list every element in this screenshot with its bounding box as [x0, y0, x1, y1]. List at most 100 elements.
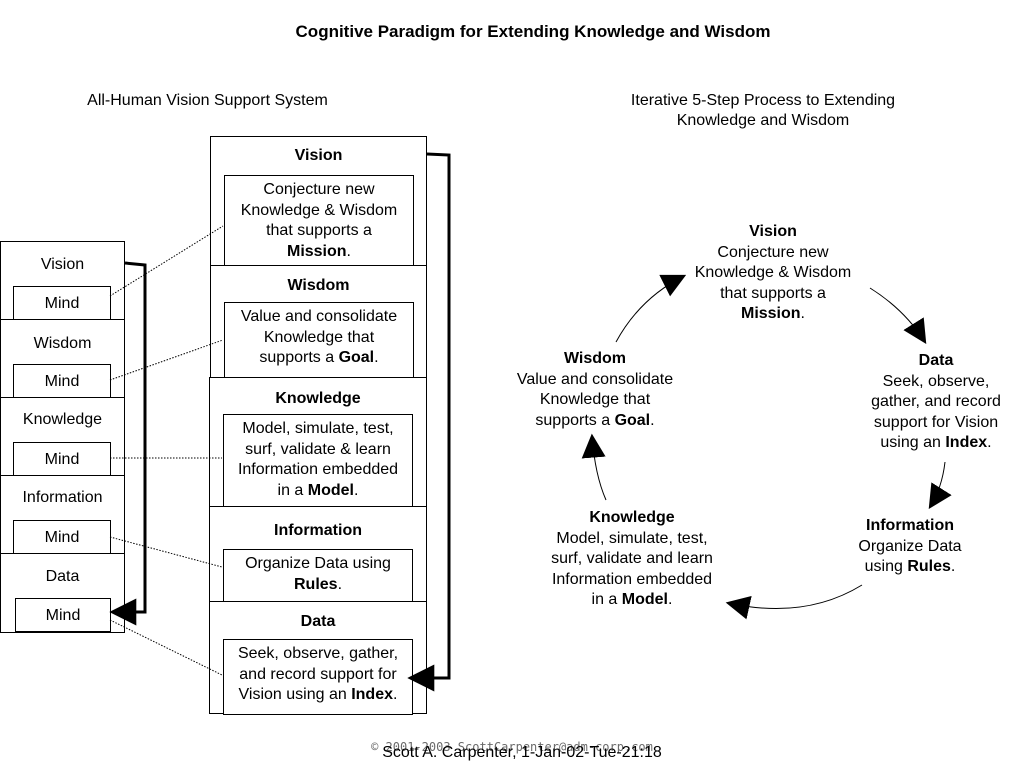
desc-prefix: in a	[277, 481, 308, 499]
cycle-node-title: Vision	[749, 223, 797, 240]
mind-box: Mind	[13, 442, 111, 476]
stack-level-title: Vision	[294, 147, 343, 164]
desc-prefix: supports a	[259, 349, 339, 366]
stack-level-description: Organize Data using Rules.	[223, 549, 413, 603]
cycle-line: supports a Goal.	[500, 411, 690, 432]
cycle-line: support for Vision	[873, 413, 999, 431]
cycle-line: Knowledge & Wisdom	[694, 264, 852, 281]
cycle-node-title: Knowledge	[589, 509, 675, 526]
desc-line: Seek, observe, gather,	[237, 645, 399, 662]
desc-line: Conjecture new	[263, 181, 375, 198]
cycle-suffix: .	[668, 591, 673, 608]
cycle-prefix: using	[864, 558, 908, 575]
right-header-line-1: Iterative 5-Step Process to Extending	[630, 92, 896, 109]
desc-line: Vision using an Index.	[224, 685, 412, 706]
cycle-line: Seek, observe,	[882, 372, 990, 390]
stack-level-wisdom: Wisdom Value and consolidate Knowledge t…	[210, 265, 427, 379]
stack-level-knowledge: Knowledge Model, simulate, test, surf, v…	[209, 377, 427, 508]
human-level-vision: Vision Mind	[0, 241, 125, 320]
cycle-node-knowledge: Knowledge Model, simulate, test, surf, v…	[532, 508, 732, 611]
keyword: Goal	[338, 349, 375, 366]
keyword: Mission	[286, 242, 347, 260]
cycle-line: using an Index.	[858, 433, 1014, 454]
stack-level-description: Conjecture new Knowledge & Wisdom that s…	[224, 175, 414, 267]
link-vision	[109, 225, 224, 297]
cycle-node-vision: Vision Conjecture new Knowledge & Wisdom…	[673, 222, 873, 325]
stack-level-vision: Vision Conjecture new Knowledge & Wisdom…	[210, 136, 427, 267]
desc-line: surf, validate & learn	[245, 440, 391, 458]
left-section-header: All-Human Vision Support System	[87, 92, 328, 109]
keyword: Goal	[614, 411, 651, 429]
cycle-line: surf, validate and learn	[551, 550, 713, 567]
link-data	[109, 619, 223, 676]
human-level-label: Knowledge	[22, 411, 103, 428]
desc-line: and record support for	[239, 665, 397, 683]
keyword: Model	[307, 481, 354, 499]
desc-suffix: .	[393, 686, 398, 703]
mind-box: Mind	[15, 598, 111, 632]
cycle-node-title: Data	[918, 352, 954, 369]
link-information	[109, 536, 223, 568]
cycle-node-wisdom: Wisdom Value and consolidate Knowledge t…	[500, 349, 690, 431]
cycle-suffix: .	[987, 434, 992, 451]
stack-level-description: Model, simulate, test, surf, validate & …	[223, 414, 413, 508]
stack-level-title: Information	[274, 522, 362, 539]
desc-suffix: .	[354, 481, 359, 499]
link-wisdom	[109, 339, 224, 381]
human-level-label: Information	[22, 489, 103, 506]
stack-level-description: Value and consolidate Knowledge that sup…	[224, 302, 414, 379]
human-level-label: Vision	[40, 256, 85, 273]
desc-line: Value and consolidate	[240, 308, 398, 325]
arrow-wisdom-to-vision	[615, 274, 687, 343]
cycle-suffix: .	[650, 411, 655, 429]
cycle-prefix: in a	[591, 591, 622, 608]
keyword: Mission	[740, 305, 801, 322]
right-section-header: Iterative 5-Step Process to Extending Kn…	[593, 91, 933, 131]
cycle-suffix: .	[800, 305, 805, 322]
desc-line: Rules.	[224, 575, 412, 596]
stack-level-title: Data	[300, 613, 336, 630]
stack-level-title: Knowledge	[275, 390, 361, 407]
cycle-line: in a Model.	[532, 590, 732, 611]
arrow-information-to-knowledge	[725, 584, 863, 620]
mind-box: Mind	[13, 520, 111, 554]
desc-line: that supports a	[266, 222, 372, 239]
left-feedback-arrow	[109, 261, 147, 626]
keyword: Model	[621, 591, 668, 608]
arrow-vision-to-data	[869, 287, 927, 345]
cycle-node-information: Information Organize Data using Rules.	[840, 516, 980, 578]
stack-level-title: Wisdom	[287, 277, 350, 294]
cycle-line: using Rules.	[840, 557, 980, 578]
cycle-line: that supports a	[720, 284, 826, 302]
cycle-arrows	[581, 274, 952, 620]
arrow-knowledge-to-wisdom	[581, 433, 607, 501]
cycle-line: gather, and record	[871, 393, 1001, 410]
keyword: Rules	[293, 575, 338, 593]
cycle-node-data: Data Seek, observe, gather, and record s…	[858, 351, 1014, 454]
mind-link-lines	[109, 225, 224, 676]
cycle-line: Mission.	[673, 304, 873, 325]
desc-line: Knowledge & Wisdom	[240, 201, 398, 219]
keyword: Index	[945, 434, 988, 451]
right-feedback-arrow	[407, 152, 451, 692]
cycle-prefix: supports a	[535, 411, 615, 429]
stack-level-description: Seek, observe, gather, and record suppor…	[223, 639, 413, 715]
stack-level-information: Information Organize Data using Rules.	[209, 506, 427, 603]
human-level-knowledge: Knowledge Mind	[0, 397, 125, 476]
author-signature: Scott A. Carpenter, 1-Jan-02-Tue-21:18	[382, 744, 662, 761]
human-level-label: Data	[45, 568, 80, 585]
human-level-label: Wisdom	[33, 335, 92, 352]
desc-line: Organize Data using	[245, 555, 391, 572]
copyright-notice: © 2001-2003 ScottCarpenter@adm-corp.com	[371, 740, 653, 754]
cycle-suffix: .	[950, 558, 956, 575]
desc-line: Information embedded	[237, 461, 399, 478]
human-level-data: Data Mind	[0, 553, 125, 633]
mind-box: Mind	[13, 364, 111, 398]
cycle-line: Conjecture new	[717, 243, 829, 261]
desc-line: Model, simulate, test,	[242, 420, 394, 437]
desc-line: Mission.	[225, 242, 413, 263]
keyword: Rules	[907, 558, 951, 575]
desc-suffix: .	[337, 575, 343, 593]
desc-line: supports a Goal.	[225, 348, 413, 369]
cycle-line: Value and consolidate	[516, 370, 674, 388]
